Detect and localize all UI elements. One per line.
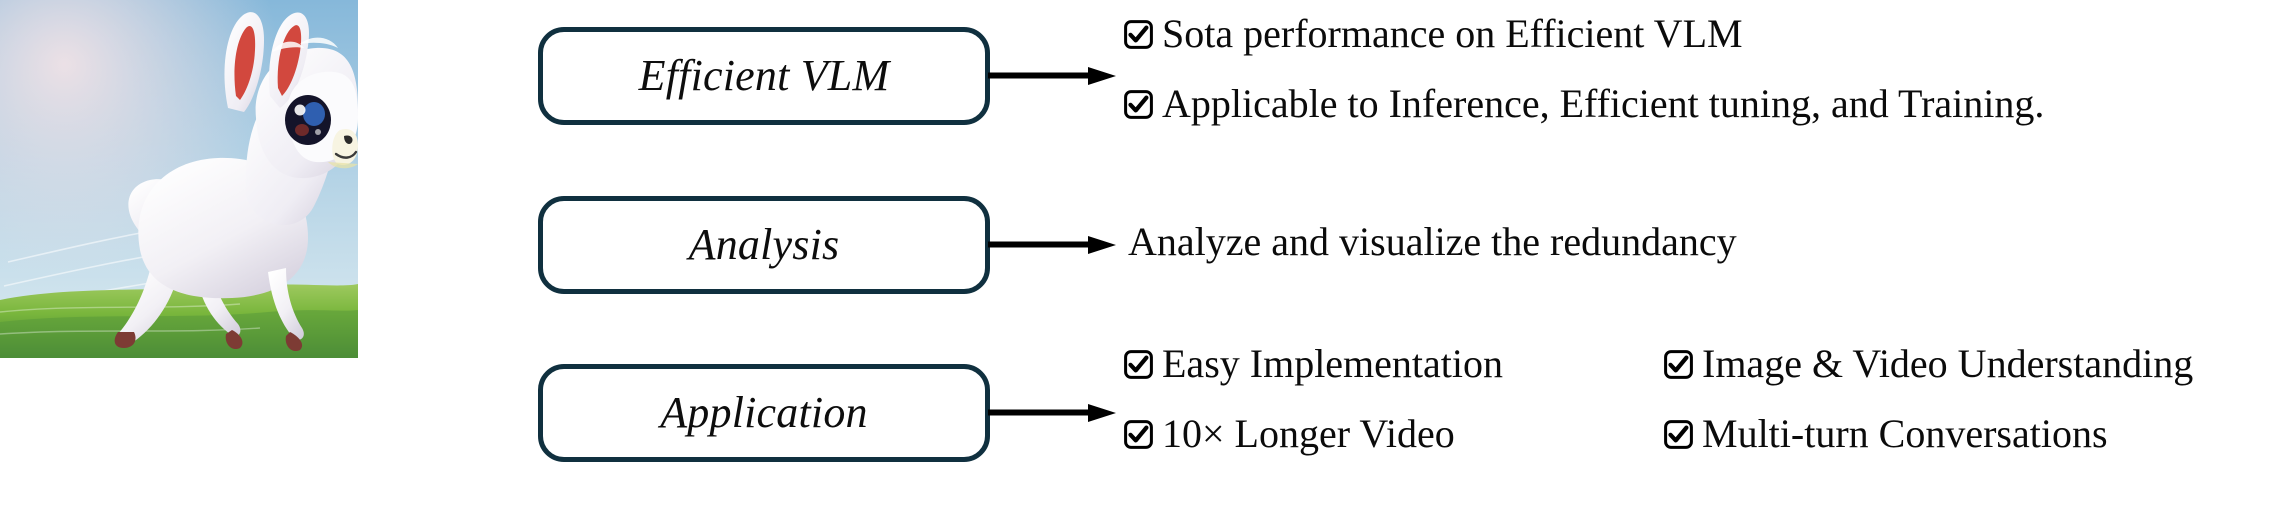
bullet-item: Applicable to Inference, Efficient tunin… [1124, 84, 2044, 124]
bullet-item: Multi-turn Conversations [1664, 414, 2193, 454]
node-efficient-vlm[interactable]: Efficient VLM [538, 27, 990, 125]
bullet-item: Sota performance on Efficient VLM [1124, 14, 2044, 54]
bullet-group-efficient-vlm: Sota performance on Efficient VLM Applic… [1124, 14, 2044, 124]
node-application[interactable]: Application [538, 364, 990, 462]
checkbox-checked-icon[interactable] [1124, 349, 1153, 379]
checkbox-checked-icon[interactable] [1124, 89, 1153, 119]
checkbox-checked-icon[interactable] [1664, 419, 1693, 449]
node-label-efficient-vlm: Efficient VLM [638, 51, 890, 100]
bullet-label: Applicable to Inference, Efficient tunin… [1162, 81, 2045, 126]
bullet-item: Easy Implementation [1124, 344, 1664, 384]
bullet-item: 10× Longer Video [1124, 414, 1664, 454]
bullet-label: Sota performance on Efficient VLM [1162, 11, 1743, 56]
node-label-analysis: Analysis [688, 220, 840, 269]
checkbox-checked-icon[interactable] [1124, 419, 1153, 449]
arrow-right-icon-efficient [988, 65, 1116, 87]
bullet-label: Easy Implementation [1162, 341, 1504, 386]
bullet-item: Image & Video Understanding [1664, 344, 2193, 384]
llama-mascot-image [0, 0, 358, 358]
node-analysis[interactable]: Analysis [538, 196, 990, 294]
bullet-label: Analyze and visualize the redundancy [1128, 219, 1737, 264]
arrow-right-icon-analysis [988, 234, 1116, 256]
bullet-item: Analyze and visualize the redundancy [1128, 222, 1737, 262]
bullet-label: 10× Longer Video [1162, 411, 1455, 456]
bullet-label: Multi-turn Conversations [1702, 411, 2108, 456]
arrow-right-icon-application [988, 402, 1116, 424]
checkbox-checked-icon[interactable] [1664, 349, 1693, 379]
checkbox-checked-icon[interactable] [1124, 19, 1153, 49]
bullet-label: Image & Video Understanding [1702, 341, 2194, 386]
node-label-application: Application [660, 388, 868, 437]
bullet-group-application: Easy Implementation Image & Video Unders… [1124, 344, 2193, 454]
bullet-group-analysis: Analyze and visualize the redundancy [1128, 222, 1737, 262]
